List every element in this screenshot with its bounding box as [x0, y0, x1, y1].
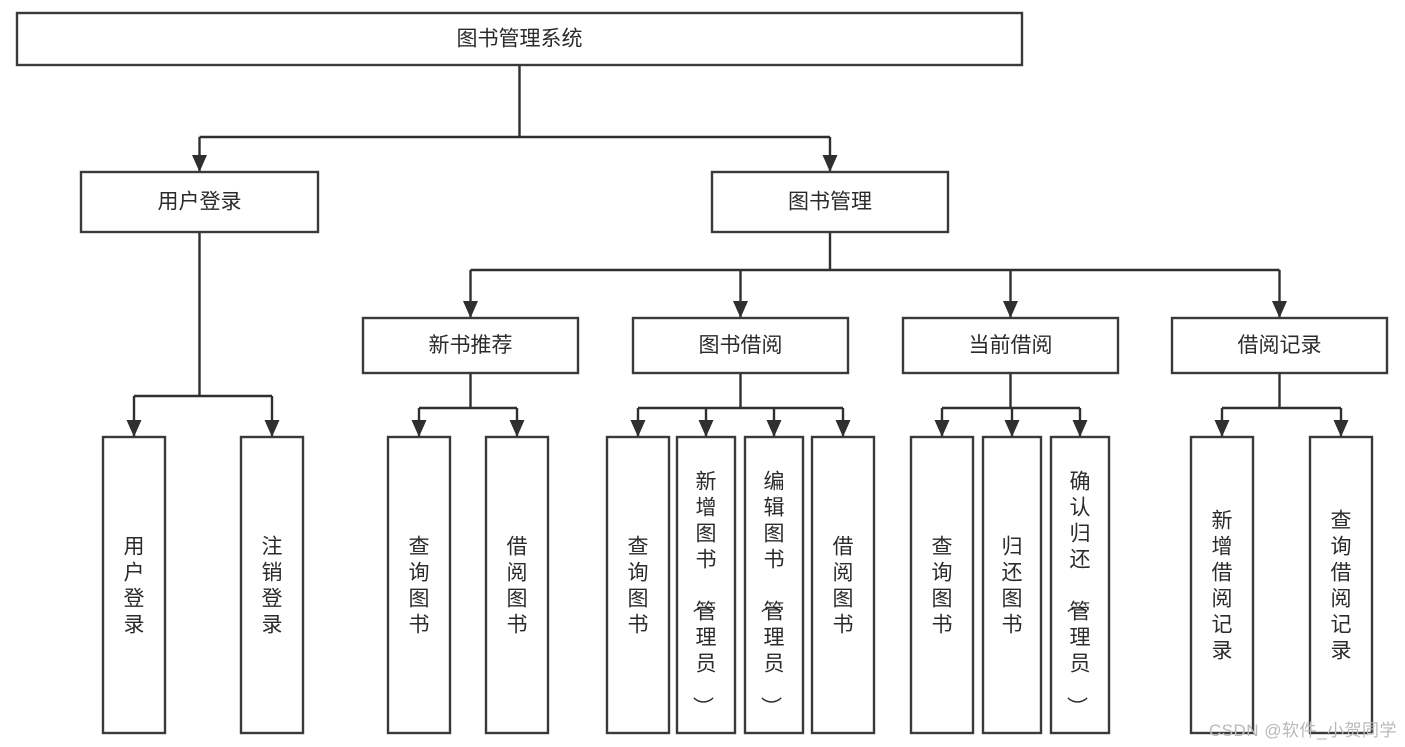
arrow-head [264, 420, 280, 437]
node-label: 确认归还（管理员） [1065, 470, 1091, 717]
node-leaf-l-query-book-2[interactable]: 查询图书 [605, 435, 671, 735]
node-level2-borrow-record[interactable]: 借阅记录 [1170, 316, 1389, 375]
node-level1-book-manage[interactable]: 图书管理 [710, 170, 950, 234]
node-box[interactable] [15, 11, 1024, 67]
node-box[interactable] [386, 435, 452, 735]
node-leaf-leaf-user-logout[interactable]: 注销登录 [239, 435, 305, 735]
node-leaf-l-borrow-book-2[interactable]: 借阅图书 [810, 435, 876, 735]
arrow-head [1003, 301, 1018, 318]
node-leaf-leaf-user-login[interactable]: 用户登录 [101, 435, 167, 735]
node-label: 图书借阅 [699, 334, 783, 357]
node-box[interactable] [675, 435, 737, 735]
node-layer: 图书管理系统用户登录图书管理新书推荐图书借阅当前借阅借阅记录用户登录注销登录查询… [15, 11, 1389, 735]
arrow-head [766, 420, 782, 437]
node-label: 归还图书 [1002, 535, 1023, 636]
arrow-head [698, 420, 714, 437]
node-label: 新书推荐 [429, 334, 513, 357]
node-label: 查询图书 [409, 535, 430, 636]
arrow-head [463, 301, 478, 318]
node-box[interactable] [1170, 316, 1389, 375]
node-label: 借阅图书 [507, 535, 528, 636]
node-leaf-l-query-book-1[interactable]: 查询图书 [386, 435, 452, 735]
node-label: 注销登录 [262, 535, 283, 636]
node-box[interactable] [101, 435, 167, 735]
node-box[interactable] [484, 435, 550, 735]
node-leaf-l-query-book-3[interactable]: 查询图书 [909, 435, 975, 735]
node-box[interactable] [631, 316, 850, 375]
node-leaf-l-add-record[interactable]: 新增借阅记录 [1189, 435, 1255, 735]
node-label: 新增图书（管理员） [691, 470, 717, 717]
node-level2-current-borrow[interactable]: 当前借阅 [901, 316, 1120, 375]
arrow-head [1272, 301, 1287, 318]
node-label: 查询图书 [932, 535, 953, 636]
node-leaf-l-add-book[interactable]: 新增图书（管理员） [675, 435, 737, 735]
node-leaf-l-query-record[interactable]: 查询借阅记录 [1308, 435, 1374, 735]
node-label: 用户登录 [158, 191, 242, 214]
node-box[interactable] [981, 435, 1043, 735]
node-label: 新增借阅记录 [1212, 509, 1233, 662]
node-label: 编辑图书（管理员） [759, 470, 785, 717]
arrow-head [192, 155, 207, 172]
node-box[interactable] [361, 316, 580, 375]
node-box[interactable] [810, 435, 876, 735]
node-label: 查询借阅记录 [1331, 509, 1352, 662]
arrow-head [1004, 420, 1020, 437]
node-label: 用户登录 [124, 535, 145, 636]
node-box[interactable] [743, 435, 805, 735]
node-leaf-l-edit-book[interactable]: 编辑图书（管理员） [743, 435, 805, 735]
node-box[interactable] [1049, 435, 1111, 735]
node-level2-new-book-rec[interactable]: 新书推荐 [361, 316, 580, 375]
node-label: 查询图书 [628, 535, 649, 636]
node-leaf-l-return-book[interactable]: 归还图书 [981, 435, 1043, 735]
arrow-head [1214, 420, 1230, 437]
node-label: 借阅图书 [833, 535, 854, 636]
node-box[interactable] [1308, 435, 1374, 735]
arrow-head [733, 301, 748, 318]
node-label: 图书管理 [788, 191, 872, 214]
node-leaf-l-borrow-book-1[interactable]: 借阅图书 [484, 435, 550, 735]
node-label: 当前借阅 [969, 334, 1053, 357]
arrow-head [630, 420, 646, 437]
node-box[interactable] [605, 435, 671, 735]
arrow-head [411, 420, 427, 437]
node-level2-book-borrow[interactable]: 图书借阅 [631, 316, 850, 375]
arrow-head [126, 420, 142, 437]
node-leaf-l-confirm-return[interactable]: 确认归还（管理员） [1049, 435, 1111, 735]
node-level1-user-login[interactable]: 用户登录 [79, 170, 320, 234]
node-box[interactable] [239, 435, 305, 735]
node-label: 图书管理系统 [457, 28, 583, 51]
arrow-head [822, 155, 838, 172]
node-box[interactable] [710, 170, 950, 234]
node-label: 借阅记录 [1238, 334, 1322, 357]
arrow-head [1333, 420, 1349, 437]
node-box[interactable] [1189, 435, 1255, 735]
node-box[interactable] [79, 170, 320, 234]
node-box[interactable] [901, 316, 1120, 375]
arrow-head [1072, 420, 1088, 437]
arrow-head [934, 420, 950, 437]
arrow-head [509, 420, 525, 437]
arrow-head [835, 420, 851, 437]
node-box[interactable] [909, 435, 975, 735]
node-root[interactable]: 图书管理系统 [15, 11, 1024, 67]
connector-layer [126, 65, 1349, 437]
